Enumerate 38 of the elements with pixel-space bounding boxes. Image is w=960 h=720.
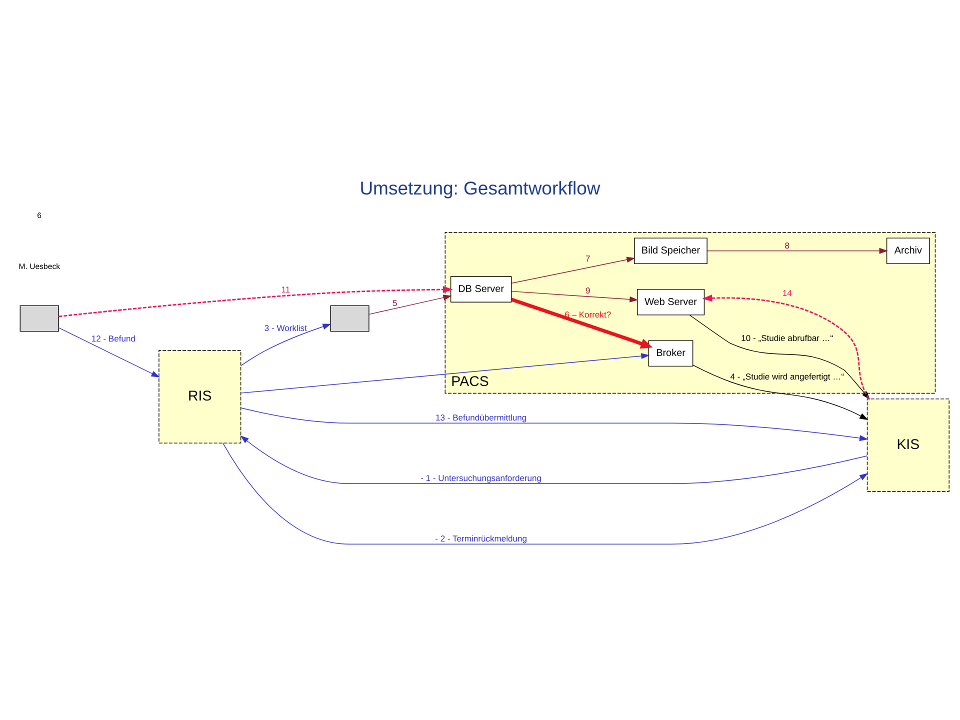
edge-label: 12 - Befund [91,333,136,344]
label: 6 [37,210,42,220]
diagram-title: Umsetzung: Gesamtworkflow [360,177,600,198]
edge-label: - 1 - Untersuchungsanforderung [420,472,542,483]
node-box [330,304,370,332]
arrow [706,247,888,254]
node-box [20,304,59,332]
edge-label: 13 - Befundübermittlung [436,412,527,422]
arrow [58,286,453,317]
arrow [692,364,868,420]
edge-label: - 2 - Terminrückmeldung [435,533,527,544]
edge-label: 5 [392,298,398,308]
edge-label: 7 [585,252,590,263]
edge-label: 11 [281,284,290,294]
edge-label: 9 [585,284,590,295]
edge-label: 14 [782,288,792,298]
arrow [58,326,160,377]
arrow [510,297,653,348]
node-box: KIS [866,398,950,492]
edge-label: 10 - „Studie abrufbar …“ [741,332,834,342]
arrow [240,323,332,366]
edge-label: 4 - „Studie wird angefertigt …“ [730,370,844,381]
arrow [368,294,452,314]
arrow [240,434,868,484]
node-box: Broker [648,340,694,366]
label: M. Uesbeck [18,262,60,271]
node-box: RIS [158,350,242,443]
arrow [222,442,868,544]
node-box: DB Server [450,276,512,302]
arrow [511,256,636,284]
arrow [511,290,638,302]
edge-label: 8 [784,240,790,250]
arrow [240,407,868,441]
node-box: Bild Speicher [634,237,708,264]
arrow [240,352,650,393]
node-box: Archiv [886,237,930,264]
edge-label: 3 - Worklist [264,322,307,333]
node-box: Web Server [636,288,705,315]
